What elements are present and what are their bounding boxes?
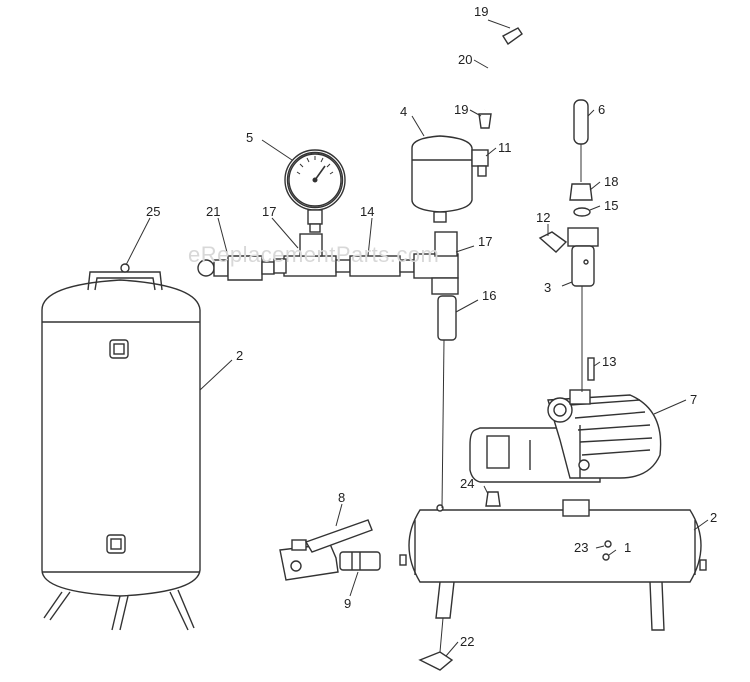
hex-nipple <box>339 551 381 571</box>
unloader-tube <box>478 27 523 129</box>
callout-16: 16 <box>482 288 496 303</box>
callout-7: 7 <box>690 392 697 407</box>
callout-3: 3 <box>544 280 551 295</box>
callout-22: 22 <box>460 634 474 649</box>
callout-4: 4 <box>400 104 407 119</box>
callout-14: 14 <box>360 204 374 219</box>
drain-valve <box>418 651 454 671</box>
callout-6: 6 <box>598 102 605 117</box>
leader-lines <box>125 19 709 657</box>
tank-plug <box>485 491 501 507</box>
horizontal-air-tank <box>399 499 707 631</box>
ball-valve <box>279 519 373 581</box>
callout-19-bottom: 19 <box>454 102 468 117</box>
pressure-gauge <box>284 149 346 233</box>
manifold-assembly <box>197 231 459 295</box>
callout-13: 13 <box>602 354 616 369</box>
callout-24: 24 <box>460 476 474 491</box>
callout-25: 25 <box>146 204 160 219</box>
callout-2-right: 2 <box>710 510 717 525</box>
bolt <box>587 357 595 381</box>
callout-9: 9 <box>344 596 351 611</box>
watermark: eReplacementParts.com <box>188 242 439 267</box>
callout-17-right: 17 <box>478 234 492 249</box>
callout-18: 18 <box>604 174 618 189</box>
vertical-air-tank <box>41 263 201 631</box>
callout-8: 8 <box>338 490 345 505</box>
callout-11: 11 <box>498 140 512 155</box>
callout-21: 21 <box>206 204 220 219</box>
pressure-switch <box>411 135 489 223</box>
callout-19-top: 19 <box>474 4 488 19</box>
callout-17-left: 17 <box>262 204 276 219</box>
check-valve-stack <box>538 99 599 287</box>
callout-23: 23 <box>574 540 588 555</box>
callout-5: 5 <box>246 130 253 145</box>
tank-nipple <box>437 295 457 341</box>
callout-2-left: 2 <box>236 348 243 363</box>
callout-15: 15 <box>604 198 618 213</box>
callout-1: 1 <box>624 540 631 555</box>
callout-20: 20 <box>458 52 472 67</box>
callouts: 19 20 19 4 11 5 6 18 15 12 3 17 16 14 17… <box>146 4 717 649</box>
callout-12: 12 <box>536 210 550 225</box>
compressor-pump-motor <box>469 389 662 483</box>
